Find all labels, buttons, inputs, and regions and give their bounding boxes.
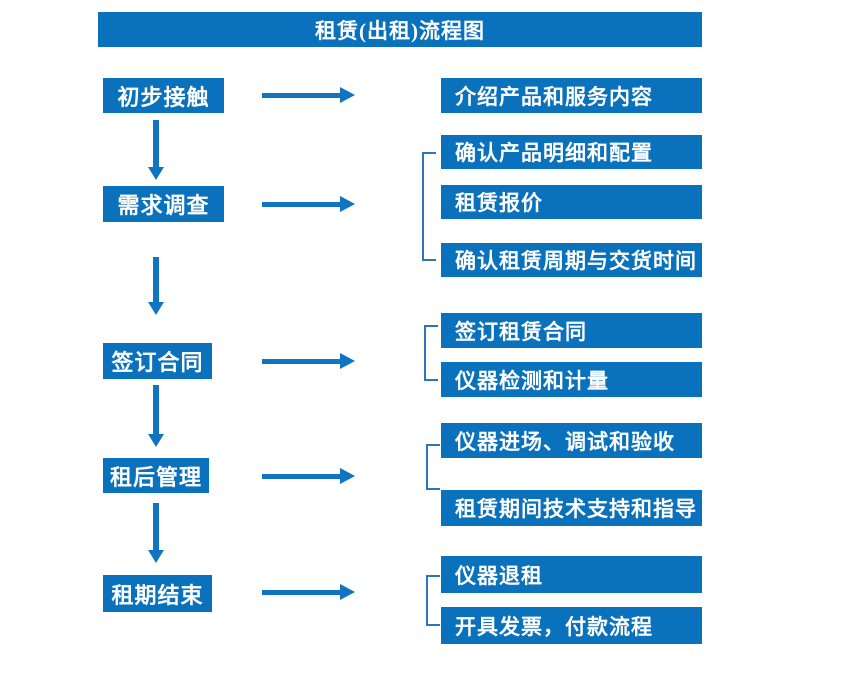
arrow-down-icon: [148, 503, 164, 563]
group-bracket: [422, 152, 436, 261]
detail-box-technical-support: 租赁期间技术支持和指导: [441, 490, 702, 526]
group-bracket: [426, 575, 440, 626]
arrow-right-icon: [262, 584, 355, 600]
group-bracket: [424, 325, 438, 381]
arrow-down-icon: [148, 120, 164, 180]
detail-box-rental-quotation: 租赁报价: [441, 185, 702, 219]
arrow-down-icon: [148, 385, 164, 447]
step-box-post-rental-management: 租后管理: [103, 458, 209, 493]
detail-box-confirm-product-config: 确认产品明细和配置: [441, 135, 702, 169]
diagram-title: 租赁(出租)流程图: [315, 18, 485, 43]
detail-box-instrument-setup-acceptance: 仪器进场、调试和验收: [441, 423, 702, 458]
step-box-rental-end: 租期结束: [103, 575, 212, 612]
detail-box-sign-rental-contract: 签订租赁合同: [441, 313, 702, 348]
arrow-right-icon: [262, 87, 355, 103]
diagram-title-bar: 租赁(出租)流程图: [98, 12, 702, 47]
detail-box-invoice-payment: 开具发票，付款流程: [441, 607, 702, 644]
arrow-down-icon: [148, 257, 164, 315]
step-box-initial-contact: 初步接触: [103, 78, 224, 113]
detail-box-instrument-testing: 仪器检测和计量: [441, 362, 702, 397]
detail-box-confirm-period-delivery: 确认租赁周期与交货时间: [441, 243, 702, 277]
step-box-demand-survey: 需求调查: [103, 186, 224, 222]
detail-box-introduce-products: 介绍产品和服务内容: [441, 78, 702, 113]
detail-box-instrument-return: 仪器退租: [441, 556, 702, 593]
group-bracket: [426, 444, 440, 490]
arrow-right-icon: [262, 468, 355, 484]
step-box-sign-contract: 签订合同: [103, 343, 212, 379]
arrow-right-icon: [262, 353, 355, 369]
arrow-right-icon: [262, 196, 355, 212]
